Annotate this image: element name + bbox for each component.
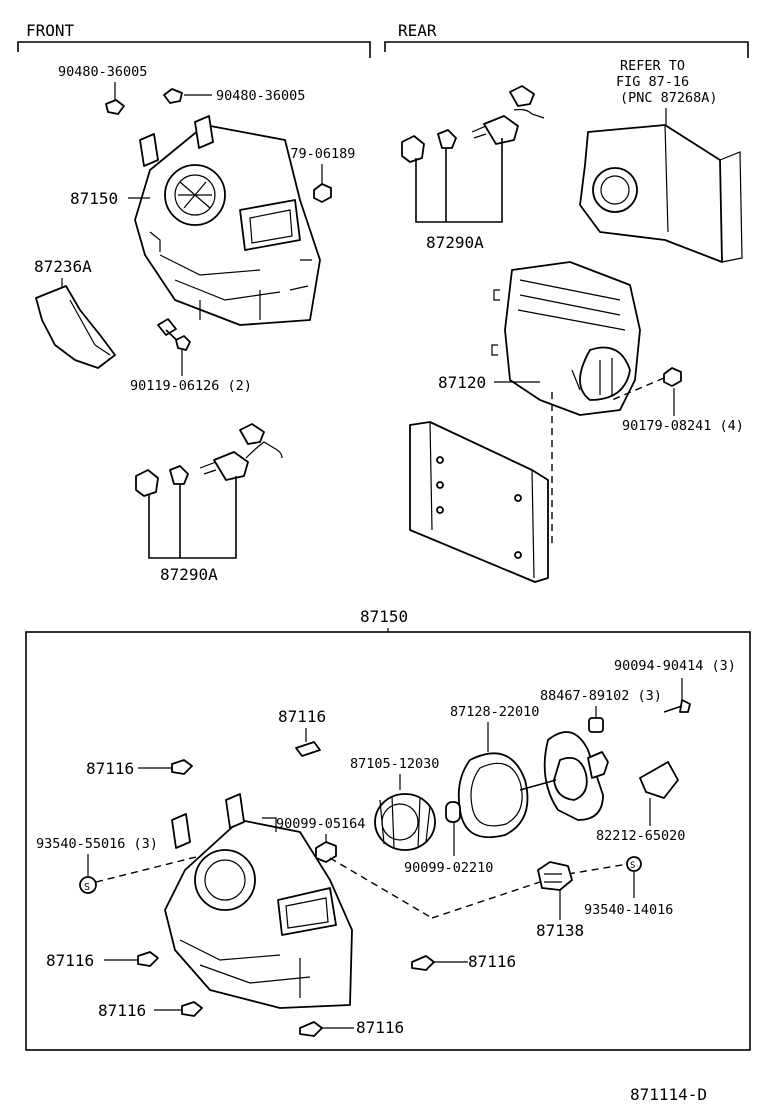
cover-82212 <box>639 761 679 799</box>
cover-edge <box>69 299 111 356</box>
nut-90099-02210 <box>445 801 461 823</box>
rear-duct-panel <box>579 124 743 263</box>
label-87116-left2: 87116 <box>46 951 94 970</box>
screw-head <box>679 699 691 713</box>
screw-head <box>157 318 177 336</box>
label-87116-bottom: 87116 <box>356 1018 404 1037</box>
label-87116-top: 87116 <box>278 707 326 726</box>
gasket-inner <box>470 762 523 827</box>
label-90099-02210: 90099-02210 <box>404 860 493 876</box>
label-90099-05164: 90099-05164 <box>276 816 365 832</box>
refer-line2: FIG 87-16 <box>616 74 689 90</box>
rear-heater-unit <box>491 261 641 416</box>
clip-part <box>411 955 435 971</box>
fan-87105 <box>374 793 436 851</box>
dashed-link <box>567 863 629 875</box>
front-heading: FRONT <box>26 21 75 40</box>
label-90480-36005-b: 90480-36005 <box>216 88 305 104</box>
label-87128-22010: 87128-22010 <box>450 704 539 720</box>
group-bracket <box>148 476 237 559</box>
assembly-blower-case <box>164 793 353 1009</box>
rear-section: REAR <box>384 21 749 58</box>
clip-part <box>295 741 321 757</box>
screw-93540-55016 <box>79 876 97 894</box>
assembly-frame <box>25 631 751 1051</box>
clip-part <box>105 99 125 115</box>
resistor-87138 <box>537 861 573 891</box>
label-90094-90414: 90094-90414 (3) <box>614 658 736 674</box>
clip-part <box>181 1001 203 1017</box>
label-87138: 87138 <box>536 921 584 940</box>
front-resistor-group <box>135 423 283 497</box>
cover-87236a <box>35 285 116 369</box>
front-blower-unit <box>134 115 321 326</box>
label-87290a-rear: 87290A <box>426 233 484 252</box>
assembly-title: 87150 <box>360 607 408 626</box>
label-88467-89102: 88467-89102 (3) <box>540 688 662 704</box>
blower-motor <box>519 731 609 821</box>
refer-line1: REFER TO <box>620 58 685 74</box>
screw-mark: S <box>630 861 635 871</box>
resistor-detail <box>544 873 562 883</box>
dashed-link <box>611 377 665 401</box>
label-90480-36005-a: 90480-36005 <box>58 64 147 80</box>
refer-line3: (PNC 87268A) <box>620 90 718 106</box>
rear-heading: REAR <box>398 21 437 40</box>
bushing-part <box>588 717 604 733</box>
rear-resistor-group <box>401 85 545 163</box>
gasket-87128 <box>457 752 529 839</box>
clip-part <box>137 951 159 967</box>
nut-part <box>663 367 682 387</box>
rear-bracket <box>384 41 749 58</box>
label-87150-front: 87150 <box>70 189 118 208</box>
label-87116-right: 87116 <box>468 952 516 971</box>
front-bracket <box>17 41 371 58</box>
group-bracket <box>415 138 503 223</box>
label-87105-12030: 87105-12030 <box>350 756 439 772</box>
screw-93540-14016 <box>626 856 642 872</box>
nut-part <box>313 183 332 203</box>
nut-part <box>175 335 191 351</box>
dashed-link <box>329 857 433 919</box>
screw-mark: S <box>84 882 90 893</box>
label-87236a: 87236A <box>34 257 92 276</box>
label-93540-14016: 93540-14016 <box>584 902 673 918</box>
label-90179-08241: 90179-08241 (4) <box>622 418 744 434</box>
figure-id: 871114-D <box>630 1085 707 1104</box>
clip-part <box>299 1021 323 1037</box>
label-87116-left3: 87116 <box>98 1001 146 1020</box>
label-90119-06126: 90119-06126 (2) <box>130 378 252 394</box>
label-93540-55016: 93540-55016 (3) <box>36 836 158 852</box>
dashed-link <box>95 855 201 883</box>
rear-mount-bracket <box>409 421 549 583</box>
label-82212-65020: 82212-65020 <box>596 828 685 844</box>
front-section: FRONT <box>17 21 371 58</box>
label-87120: 87120 <box>438 373 486 392</box>
label-87116-left1: 87116 <box>86 759 134 778</box>
label-87290a-front: 87290A <box>160 565 218 584</box>
screw-shank <box>663 705 683 713</box>
clip-part <box>171 759 193 775</box>
clip-part <box>163 88 183 104</box>
dashed-link <box>431 881 541 919</box>
